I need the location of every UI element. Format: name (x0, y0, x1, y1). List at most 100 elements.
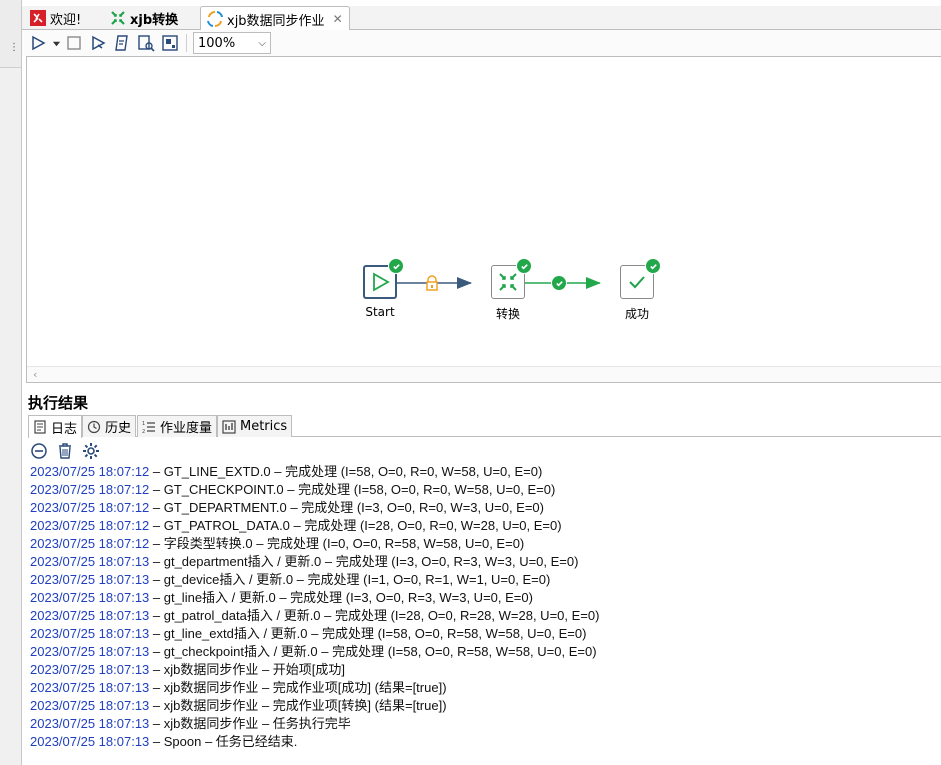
grid-align-icon (162, 35, 178, 51)
log-settings-gear-icon[interactable] (82, 442, 100, 460)
log-document-icon (34, 420, 46, 434)
align-button[interactable] (158, 32, 182, 54)
log-line: 2023/07/25 18:07:13 – gt_line_extd插入 / 更… (30, 625, 935, 643)
log-message: – xjb数据同步作业 – 完成作业项[成功] (结果=[true]) (149, 680, 447, 695)
job-icon (207, 11, 223, 27)
tab-metrics[interactable]: Metrics (217, 415, 293, 437)
log-line: 2023/07/25 18:07:12 – GT_DEPARTMENT.0 – … (30, 499, 935, 517)
tab-welcome-label: 欢迎! (50, 12, 82, 28)
log-timestamp: 2023/07/25 18:07:12 (30, 518, 150, 533)
success-node-label: 成功 (624, 307, 649, 321)
start-play-icon (373, 272, 390, 292)
log-line: 2023/07/25 18:07:13 – gt_device插入 / 更新.0… (30, 571, 935, 589)
log-line: 2023/07/25 18:07:13 – xjb数据同步作业 – 开始项[成功… (30, 661, 935, 679)
tab-welcome[interactable]: 欢迎! (24, 6, 87, 30)
log-message: – xjb数据同步作业 – 任务执行完毕 (149, 716, 351, 731)
log-message: – gt_department插入 / 更新.0 – 完成处理 (I=3, O=… (149, 554, 579, 569)
log-line: 2023/07/25 18:07:13 – xjb数据同步作业 – 任务执行完毕 (30, 715, 935, 733)
svg-text:2: 2 (142, 429, 145, 434)
log-timestamp: 2023/07/25 18:07:12 (30, 536, 150, 551)
scroll-left-icon[interactable]: ‹ (33, 368, 38, 381)
tab-log[interactable]: 日志 (28, 415, 83, 438)
log-timestamp: 2023/07/25 18:07:13 (30, 554, 150, 569)
zoom-select[interactable]: 100% ⌵ (193, 32, 271, 54)
log-message: – gt_device插入 / 更新.0 – 完成处理 (I=1, O=0, R… (149, 572, 551, 587)
log-line: 2023/07/25 18:07:13 – xjb数据同步作业 – 完成作业项[… (30, 679, 935, 697)
log-timestamp: 2023/07/25 18:07:13 (30, 662, 150, 677)
numbered-list-icon: 12 (142, 421, 155, 434)
welcome-icon (30, 10, 46, 26)
editor-tab-bar: 欢迎! xjb转换 xjb数据同步作业 ✕ (22, 6, 941, 31)
db-search-icon (138, 35, 155, 52)
impact-analysis-button[interactable] (134, 32, 158, 54)
tab-metrics-label: Metrics (240, 419, 288, 434)
tab-xjb-job-label: xjb数据同步作业 (227, 13, 325, 29)
log-timestamp: 2023/07/25 18:07:13 (30, 608, 150, 623)
stop-button[interactable] (62, 32, 86, 54)
tab-job-metrics-label: 作业度量 (160, 421, 213, 436)
clear-log-trash-icon[interactable] (56, 442, 74, 460)
tab-log-label: 日志 (51, 421, 78, 437)
log-timestamp: 2023/07/25 18:07:13 (30, 644, 150, 659)
unconditional-lock-icon[interactable] (425, 275, 439, 291)
log-message: – gt_line_extd插入 / 更新.0 – 完成处理 (I=58, O=… (149, 626, 587, 641)
success-node-check-icon (645, 258, 661, 274)
history-clock-icon (87, 420, 101, 433)
log-message: – xjb数据同步作业 – 开始项[成功] (149, 662, 346, 677)
check-button[interactable] (110, 32, 134, 54)
transformation-icon (111, 11, 125, 25)
collapse-minus-icon[interactable] (30, 442, 48, 460)
transformation-success-check-icon (516, 258, 532, 274)
transformation-icon (499, 273, 517, 291)
stop-icon (67, 36, 81, 50)
log-timestamp: 2023/07/25 18:07:13 (30, 590, 150, 605)
job-canvas[interactable]: Start 转换 成功 ‹ (26, 56, 941, 383)
log-line: 2023/07/25 18:07:13 – gt_department插入 / … (30, 553, 935, 571)
run-options-dropdown[interactable] (50, 32, 62, 54)
transformation-node-label: 转换 (495, 307, 520, 321)
hop-success-check-icon[interactable] (551, 275, 567, 291)
panel-resize-handle-icon[interactable]: ⋮ (9, 42, 19, 54)
log-message: – Spoon – 任务已经结束. (149, 734, 298, 749)
canvas-horizontal-scrollbar[interactable]: ‹ (27, 366, 941, 382)
log-message: – gt_patrol_data插入 / 更新.0 – 完成处理 (I=28, … (149, 608, 600, 623)
tab-close-icon[interactable]: ✕ (332, 12, 343, 26)
log-output: 2023/07/25 18:07:12 – GT_LINE_EXTD.0 – 完… (30, 463, 935, 751)
log-line: 2023/07/25 18:07:13 – gt_line插入 / 更新.0 –… (30, 589, 935, 607)
run-icon (32, 35, 46, 51)
tab-xjb-transformation[interactable]: xjb转换 (104, 6, 184, 30)
log-message: – GT_DEPARTMENT.0 – 完成处理 (I=3, O=0, R=0,… (149, 500, 544, 515)
log-line: 2023/07/25 18:07:12 – 字段类型转换.0 – 完成处理 (I… (30, 535, 935, 553)
run-button[interactable] (26, 32, 50, 54)
job-toolbar: 100% ⌵ (22, 30, 941, 56)
execution-results-title: 执行结果 (28, 394, 89, 412)
svg-text:1: 1 (142, 421, 145, 427)
start-node-label: Start (365, 305, 395, 319)
log-timestamp: 2023/07/25 18:07:12 (30, 500, 150, 515)
chevron-down-icon: ⌵ (258, 37, 266, 49)
preview-button[interactable] (86, 32, 110, 54)
log-timestamp: 2023/07/25 18:07:13 (30, 698, 150, 713)
log-line: 2023/07/25 18:07:13 – Spoon – 任务已经结束. (30, 733, 935, 751)
tab-history[interactable]: 历史 (82, 415, 137, 437)
tab-xjb-job[interactable]: xjb数据同步作业 ✕ (200, 6, 350, 31)
log-timestamp: 2023/07/25 18:07:13 (30, 626, 150, 641)
tab-history-label: 历史 (105, 421, 132, 436)
log-message: – xjb数据同步作业 – 完成作业项[转换] (结果=[true]) (149, 698, 447, 713)
log-timestamp: 2023/07/25 18:07:12 (30, 482, 150, 497)
run-preview-icon (92, 35, 106, 51)
metrics-chart-icon (222, 419, 236, 434)
script-check-icon (115, 35, 128, 51)
log-line: 2023/07/25 18:07:12 – GT_LINE_EXTD.0 – 完… (30, 463, 935, 481)
left-panel-header (0, 0, 21, 68)
start-success-check-icon (388, 258, 404, 274)
log-message: – 字段类型转换.0 – 完成处理 (I=0, O=0, R=58, W=58,… (149, 536, 525, 551)
log-timestamp: 2023/07/25 18:07:12 (30, 464, 150, 479)
log-message: – GT_LINE_EXTD.0 – 完成处理 (I=58, O=0, R=0,… (149, 464, 543, 479)
log-line: 2023/07/25 18:07:13 – gt_checkpoint插入 / … (30, 643, 935, 661)
zoom-value: 100% (198, 35, 236, 51)
left-panel-strip: ⋮ (0, 0, 22, 765)
